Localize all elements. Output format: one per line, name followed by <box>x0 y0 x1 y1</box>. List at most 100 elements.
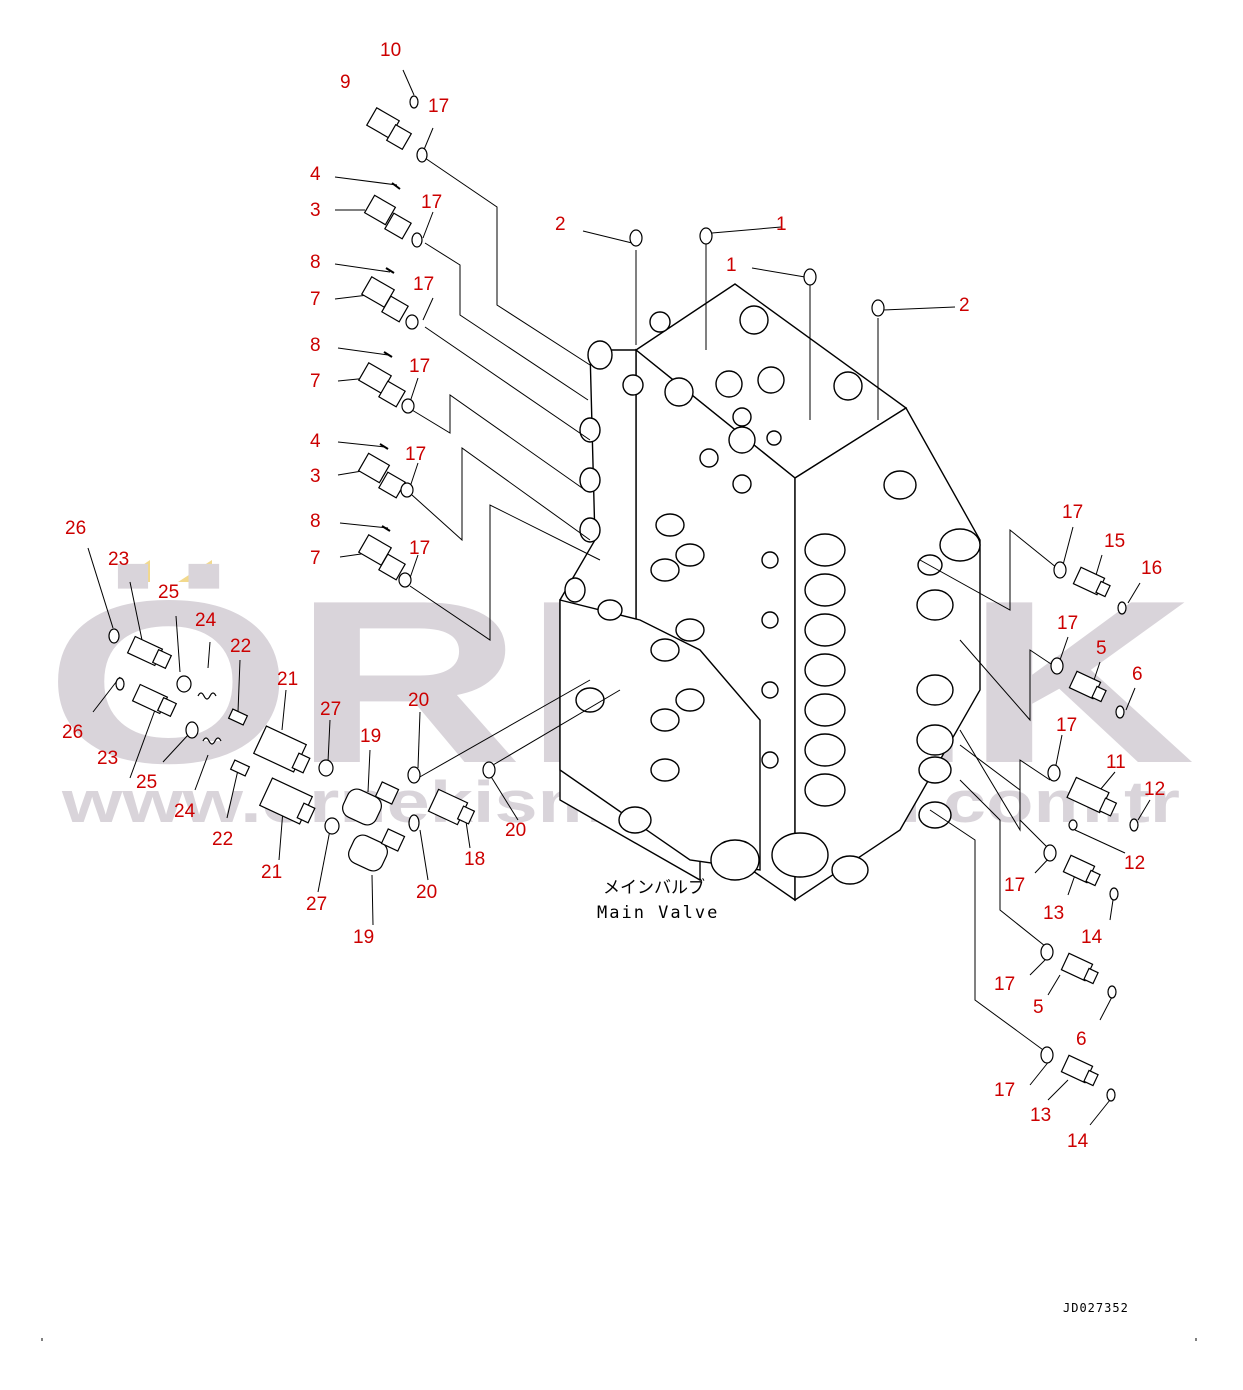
callout-19: 19 <box>353 927 374 948</box>
part-17-oring-k <box>1040 943 1054 961</box>
part-1-dowel-a <box>699 227 713 245</box>
parts <box>108 95 1139 1102</box>
left-spool-16 <box>564 577 586 603</box>
top-bolt-5 <box>833 371 863 401</box>
top-bolt-7 <box>649 311 671 333</box>
part-13-plug-b <box>1060 1054 1099 1087</box>
part-9-elbow <box>365 107 413 151</box>
part-19-elbow-a <box>342 781 400 826</box>
left-spool-6 <box>675 688 705 712</box>
part-7-elbow-b <box>357 362 406 408</box>
part-21-valve-a <box>252 725 311 774</box>
callout-22: 22 <box>230 636 251 657</box>
part-2-dowel-a <box>629 229 643 247</box>
callout-26: 26 <box>65 518 86 539</box>
callout-8: 8 <box>310 252 321 273</box>
callout-6: 6 <box>1132 664 1143 685</box>
left-spool-2 <box>675 543 705 567</box>
left-spool-4 <box>675 618 705 642</box>
right-cap-9 <box>804 533 846 567</box>
part-1-dowel-b <box>803 268 817 286</box>
part-2-dowel-b <box>871 299 885 317</box>
part-10-oring <box>409 95 419 109</box>
part-8-pin-b <box>383 351 393 358</box>
part-16-oring <box>1117 601 1127 615</box>
part-18-valve <box>427 788 476 826</box>
part-22-poppet-a <box>227 708 249 726</box>
callout-20: 20 <box>416 882 437 903</box>
bottom-cap-1 <box>771 832 829 878</box>
callout-17: 17 <box>1062 502 1083 523</box>
callout-8: 8 <box>310 335 321 356</box>
top-bolt-6 <box>728 426 756 454</box>
callout-23: 23 <box>108 549 129 570</box>
callout-25: 25 <box>136 772 157 793</box>
top-bolt-4 <box>757 366 785 394</box>
part-8-pin-a <box>385 267 395 274</box>
callout-1: 1 <box>776 214 787 235</box>
part-4-pin-a <box>391 182 401 190</box>
top-bolt-2 <box>664 377 694 407</box>
callout-3: 3 <box>310 200 321 221</box>
right-cap-5 <box>916 724 954 756</box>
valve-left-lower-block <box>559 599 761 871</box>
right-cap-14 <box>804 733 846 767</box>
right-cap-3 <box>916 589 954 621</box>
callout-14: 14 <box>1067 1131 1089 1152</box>
left-spool-8 <box>650 758 680 782</box>
callout-2: 2 <box>959 295 970 316</box>
callout-17: 17 <box>994 974 1015 995</box>
right-cap-2 <box>883 470 917 500</box>
callout-17: 17 <box>421 192 442 213</box>
left-spool-7 <box>650 708 680 732</box>
part-23-plug-a <box>126 635 173 670</box>
callout-23: 23 <box>97 748 118 769</box>
callout-17: 17 <box>1057 613 1078 634</box>
callout-13: 13 <box>1030 1105 1051 1126</box>
left-spool-9 <box>597 599 623 621</box>
callout-5: 5 <box>1096 638 1107 659</box>
main-valve-body <box>559 283 981 902</box>
drawing-code: JD027352 <box>1063 1301 1129 1315</box>
top-bolt-3 <box>715 370 743 398</box>
callout-17: 17 <box>413 274 434 295</box>
part-17-oring-e <box>400 482 414 498</box>
callout-17: 17 <box>405 444 426 465</box>
part-25-oring-b <box>185 721 199 739</box>
part-5-plug-a <box>1068 670 1107 703</box>
left-spool-12 <box>587 340 613 370</box>
callout-17: 17 <box>1056 715 1077 736</box>
left-spool-10 <box>575 687 605 713</box>
left-spool-3 <box>650 558 680 582</box>
left-spool-15 <box>579 517 601 543</box>
callout-7: 7 <box>310 289 321 310</box>
callout-9: 9 <box>340 72 351 93</box>
right-cap-11 <box>804 613 846 647</box>
part-27-oring-b <box>324 817 340 835</box>
part-12-oring-b <box>1129 818 1139 832</box>
part-24-spring-b <box>202 737 222 745</box>
front-port-5 <box>761 681 779 699</box>
part-5-plug-b <box>1060 952 1099 985</box>
callout-16: 16 <box>1141 558 1162 579</box>
front-port-6 <box>761 751 779 769</box>
callout-15: 15 <box>1104 531 1125 552</box>
right-cap-10 <box>804 573 846 607</box>
part-17-oring-d <box>401 398 415 414</box>
part-19-elbow-b <box>348 828 406 872</box>
callout-12: 12 <box>1124 853 1145 874</box>
bottom-cap-3 <box>710 839 760 881</box>
callout-21: 21 <box>261 862 282 883</box>
callout-6: 6 <box>1076 1029 1087 1050</box>
callout-2: 2 <box>555 214 566 235</box>
part-26-oring-b <box>115 677 125 691</box>
part-17-oring-f <box>398 572 412 588</box>
part-17-oring-c <box>405 314 419 330</box>
callout-27: 27 <box>320 699 341 720</box>
part-17-oring-g <box>1053 561 1067 579</box>
right-cap-1 <box>939 528 981 562</box>
part-6-oring-a <box>1115 705 1125 719</box>
watermark-accent-right <box>178 560 212 582</box>
left-spool-14 <box>579 467 601 493</box>
part-17-oring-h <box>1050 657 1064 675</box>
